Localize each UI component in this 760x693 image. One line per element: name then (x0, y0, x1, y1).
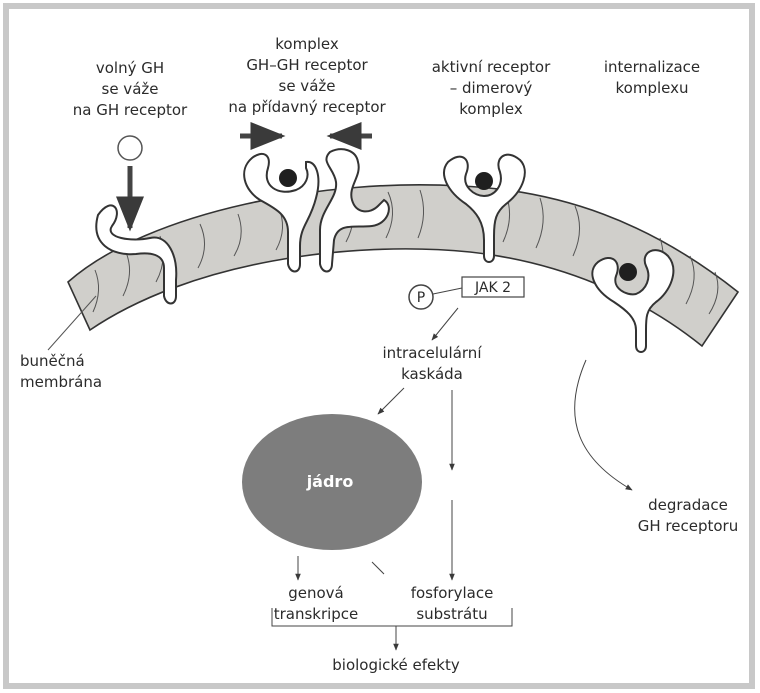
label-internal-1: internalizace (604, 58, 700, 76)
arrow-to-degradation (575, 360, 632, 490)
arrow-to-cascade (432, 308, 458, 340)
phosphate-label: P (417, 290, 425, 306)
label-internal-2: komplexu (616, 79, 689, 97)
label-phos-1: fosforylace (411, 584, 494, 602)
label-free-gh-3: na GH receptor (73, 101, 188, 119)
gh-bound (279, 169, 297, 187)
nucleus-label: jádro (306, 472, 354, 491)
label-phos-2: substrátu (416, 605, 487, 623)
label-active-3: komplex (459, 100, 523, 118)
arrow-to-nucleus (378, 388, 404, 414)
label-gene-2: transkripce (274, 605, 359, 623)
label-degradation-1: degradace (648, 496, 728, 514)
label-membrane-1: buněčná (20, 352, 85, 370)
label-complex-2: GH–GH receptor (246, 56, 368, 74)
label-cascade-2: kaskáda (401, 365, 463, 383)
receptor-accessory (320, 149, 389, 271)
gh-bound-internal (619, 263, 637, 281)
label-effects: biologické efekty (332, 656, 460, 674)
label-membrane-2: membrána (20, 373, 102, 391)
label-complex-4: na přídavný receptor (228, 98, 386, 116)
jak2-label: JAK 2 (474, 280, 511, 296)
label-free-gh-1: volný GH (96, 59, 164, 77)
free-gh-molecule (118, 136, 142, 160)
nucleus-tick (372, 562, 384, 574)
label-gene-1: genová (288, 584, 344, 602)
label-free-gh-2: se váže (102, 80, 159, 98)
label-complex-1: komplex (275, 35, 339, 53)
label-active-2: – dimerový (450, 79, 533, 97)
label-cascade-1: intracelulární (382, 344, 482, 362)
label-complex-3: se váže (279, 77, 336, 95)
label-degradation-2: GH receptoru (638, 517, 738, 535)
label-active-1: aktivní receptor (432, 58, 551, 76)
p-jak-link (433, 288, 462, 294)
gh-bound-dimer (475, 172, 493, 190)
